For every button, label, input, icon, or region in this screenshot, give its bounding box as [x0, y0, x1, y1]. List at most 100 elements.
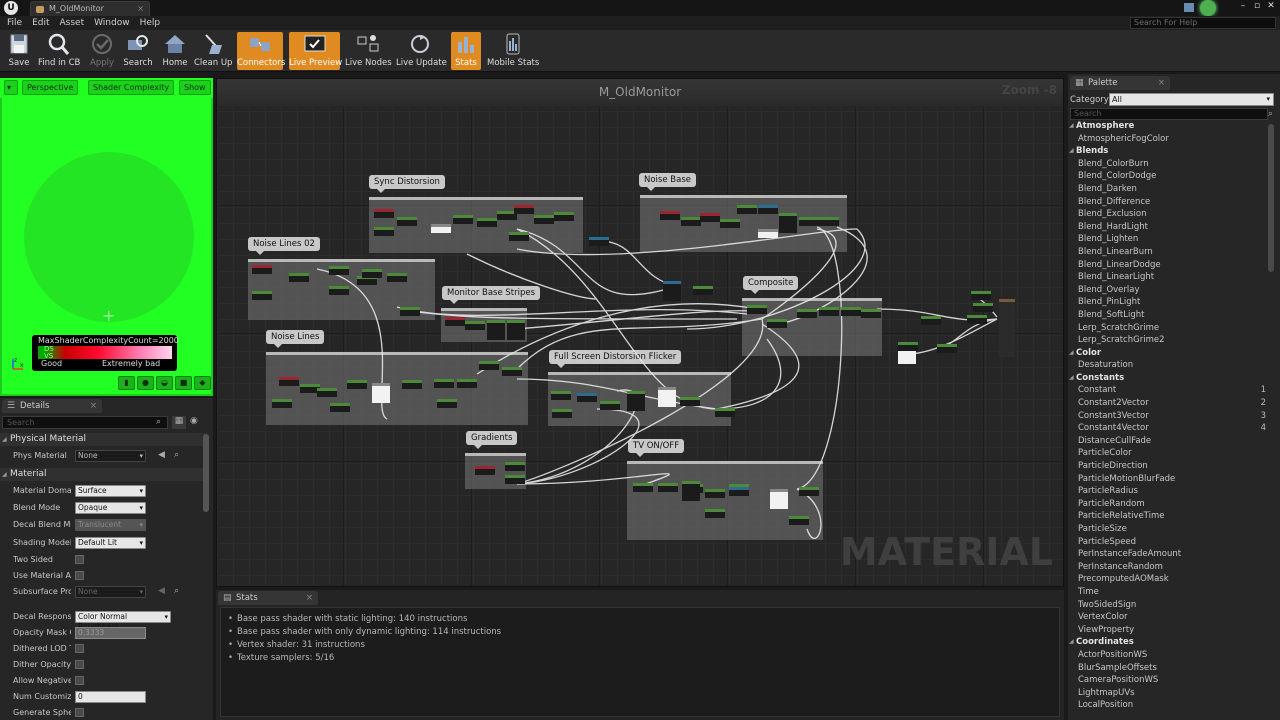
- graph-node[interactable]: [770, 489, 788, 509]
- graph-node[interactable]: [402, 380, 422, 389]
- graph-node[interactable]: [272, 399, 292, 408]
- palette-item[interactable]: Blend_SoftLight: [1068, 309, 1268, 322]
- graph-node[interactable]: [505, 462, 525, 471]
- use-material-attributes-checkbox[interactable]: [75, 571, 84, 580]
- palette-scrollbar[interactable]: [1268, 124, 1274, 272]
- graph-node[interactable]: [437, 399, 457, 408]
- palette-item[interactable]: Blend_LinearLight: [1068, 271, 1268, 284]
- palette-item[interactable]: Blend_LinearBurn: [1068, 246, 1268, 259]
- palette-item[interactable]: Blend_PinLight: [1068, 296, 1268, 309]
- menu-file[interactable]: File: [7, 18, 23, 28]
- graph-node[interactable]: [507, 320, 525, 340]
- palette-item[interactable]: ParticleSize: [1068, 523, 1268, 536]
- palette-item[interactable]: ParticleSpeed: [1068, 536, 1268, 549]
- comment-label-sync-distorsion[interactable]: Sync Distorsion: [369, 175, 445, 193]
- comment-label-gradients[interactable]: Gradients: [466, 431, 518, 449]
- palette-category[interactable]: Coordinates: [1068, 636, 1268, 649]
- generate-spherical-checkbox[interactable]: [75, 708, 84, 717]
- details-tab[interactable]: ☰ Details ×: [2, 399, 102, 413]
- comment-label-tv-on-off[interactable]: TV ON/OFF: [628, 439, 685, 457]
- palette-item[interactable]: Blend_ColorBurn: [1068, 158, 1268, 171]
- menu-help[interactable]: Help: [139, 18, 161, 28]
- details-scrollbar[interactable]: [203, 434, 209, 512]
- viewport-options-dropdown[interactable]: ▾: [4, 80, 18, 95]
- graph-node[interactable]: [497, 211, 517, 220]
- section-material[interactable]: Material: [0, 468, 207, 481]
- graph-node[interactable]: [779, 213, 797, 233]
- live-preview-button[interactable]: Live Preview: [289, 32, 342, 70]
- graph-node[interactable]: [374, 227, 394, 236]
- graph-node[interactable]: [971, 291, 991, 300]
- graph-node[interactable]: [554, 212, 574, 221]
- minimize-icon[interactable]: –: [1240, 1, 1246, 11]
- document-tab[interactable]: M_OldMonitor ×: [30, 1, 150, 16]
- stats-close-icon[interactable]: ×: [305, 593, 313, 603]
- search-button[interactable]: Search: [122, 32, 154, 70]
- blend-mode-combo[interactable]: Opaque: [75, 502, 146, 514]
- graph-node[interactable]: [505, 475, 525, 484]
- graph-node[interactable]: [633, 483, 653, 492]
- graph-node[interactable]: [400, 307, 420, 316]
- source-control-icon[interactable]: [1200, 0, 1216, 16]
- palette-item[interactable]: Blend_HardLight: [1068, 221, 1268, 234]
- close-window-icon[interactable]: ✕: [1267, 1, 1275, 11]
- palette-item[interactable]: PrecomputedAOMask: [1068, 573, 1268, 586]
- graph-node[interactable]: [715, 408, 735, 417]
- shading-model-combo[interactable]: Default Lit: [75, 537, 146, 549]
- graph-node[interactable]: [479, 361, 499, 370]
- graph-node[interactable]: [347, 380, 367, 389]
- live-update-button[interactable]: Live Update: [396, 32, 447, 70]
- graph-node[interactable]: [329, 266, 349, 275]
- graph-node[interactable]: [577, 393, 597, 402]
- graph-node[interactable]: [758, 205, 778, 214]
- decal-response-combo[interactable]: Color Normal Roughness: [75, 611, 171, 631]
- section-physical-material[interactable]: Physical Material: [0, 433, 207, 446]
- graph-node[interactable]: [799, 217, 819, 226]
- graph-node[interactable]: [693, 286, 713, 295]
- graph-node[interactable]: [789, 516, 809, 525]
- comment-label-monitor-base-stripes[interactable]: Monitor Base Stripes: [442, 286, 541, 304]
- palette-close-icon[interactable]: ×: [1157, 78, 1165, 88]
- palette-item[interactable]: Blend_Overlay: [1068, 284, 1268, 297]
- menu-asset[interactable]: Asset: [59, 18, 85, 28]
- sphere-preview-icon[interactable]: ●: [137, 376, 154, 390]
- graph-node[interactable]: [700, 213, 720, 222]
- connectors-button[interactable]: Connectors: [237, 32, 285, 70]
- graph-node[interactable]: [329, 286, 349, 295]
- menu-window[interactable]: Window: [94, 18, 130, 28]
- comment-label-noise-lines[interactable]: Noise Lines: [266, 330, 325, 348]
- graph-node[interactable]: [289, 273, 309, 282]
- comment-label-noise-base[interactable]: Noise Base: [639, 173, 696, 191]
- browse-icon[interactable]: ⌕: [174, 450, 180, 460]
- graph-node[interactable]: [658, 483, 678, 492]
- graph-node[interactable]: [747, 305, 767, 314]
- palette-item[interactable]: ParticleMotionBlurFade: [1068, 473, 1268, 486]
- palette-category[interactable]: Color: [1068, 347, 1268, 360]
- dither-opacity-checkbox[interactable]: [75, 660, 84, 669]
- palette-search-input[interactable]: Search: [1070, 108, 1268, 120]
- comment-label-noise-lines-02[interactable]: Noise Lines 02: [248, 237, 320, 255]
- category-combo[interactable]: All: [1109, 93, 1274, 106]
- palette-item[interactable]: Time: [1068, 586, 1268, 599]
- graph-node[interactable]: [387, 273, 407, 282]
- graph-node[interactable]: [737, 205, 757, 214]
- graph-node[interactable]: [660, 211, 680, 220]
- subsurface-browse-icon[interactable]: ⌕: [174, 586, 180, 596]
- two-sided-checkbox[interactable]: [75, 555, 84, 564]
- graph-node[interactable]: [705, 509, 725, 518]
- palette-item[interactable]: TwoSidedSign: [1068, 599, 1268, 612]
- graph-node[interactable]: [509, 232, 529, 241]
- graph-node[interactable]: [705, 489, 725, 498]
- graph-node[interactable]: [720, 219, 740, 228]
- palette-item[interactable]: ParticleRelativeTime: [1068, 510, 1268, 523]
- graph-node[interactable]: [445, 317, 465, 326]
- graph-node[interactable]: [374, 209, 394, 218]
- help-search-input[interactable]: Search For Help: [1130, 17, 1276, 29]
- graph-node[interactable]: [819, 307, 839, 316]
- palette-item[interactable]: AtmosphericFogColor: [1068, 133, 1268, 146]
- palette-item[interactable]: ViewProperty: [1068, 624, 1268, 637]
- palette-tab[interactable]: ▦ Palette ×: [1070, 76, 1170, 90]
- find-in-cb-button[interactable]: Find in CB: [38, 32, 80, 70]
